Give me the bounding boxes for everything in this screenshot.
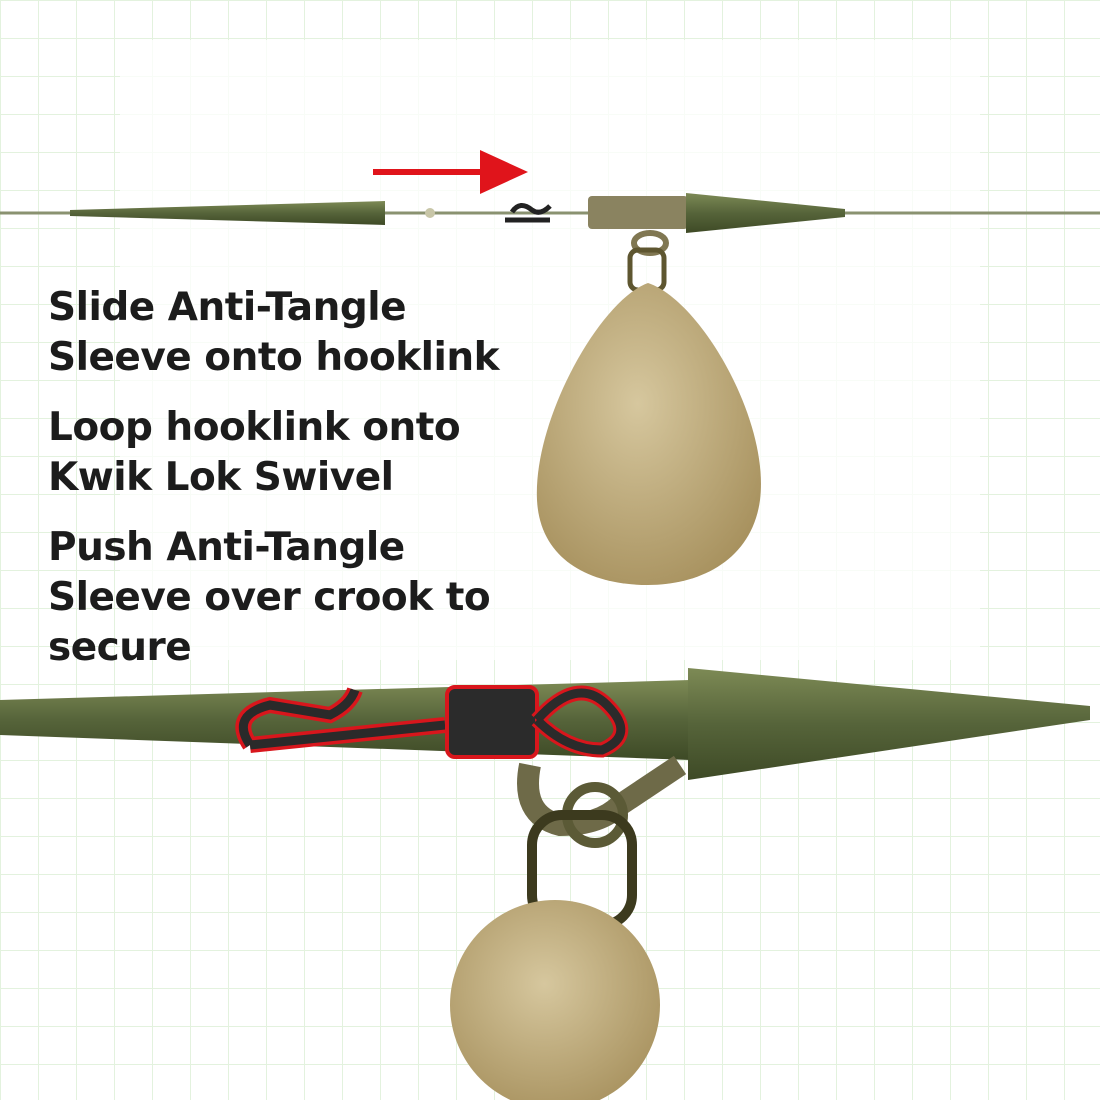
kwik-lok-clip-closeup <box>238 688 446 750</box>
swivel-closeup <box>445 685 539 759</box>
step-2: Loop hooklink onto Kwik Lok Swivel <box>48 405 461 500</box>
round-lead <box>450 900 660 1100</box>
instructions: Slide Anti-Tangle Sleeve onto hooklink L… <box>48 283 548 693</box>
crook-ring <box>631 230 669 256</box>
anti-tangle-sleeve <box>70 201 385 225</box>
step-3: Push Anti-Tangle Sleeve over crook to se… <box>48 525 491 670</box>
knot <box>425 208 435 218</box>
bottom-rig <box>0 668 1090 1100</box>
swivel-eye <box>533 688 626 755</box>
tail-rubber <box>686 193 845 233</box>
top-rig <box>0 150 1100 585</box>
step-1: Slide Anti-Tangle Sleeve onto hooklink <box>48 285 500 380</box>
kwik-lok-clip <box>505 203 552 223</box>
pear-lead <box>536 283 761 585</box>
red-arrow <box>373 150 528 194</box>
swivel-tube <box>588 196 688 229</box>
tail-rubber-closeup <box>688 668 1090 780</box>
